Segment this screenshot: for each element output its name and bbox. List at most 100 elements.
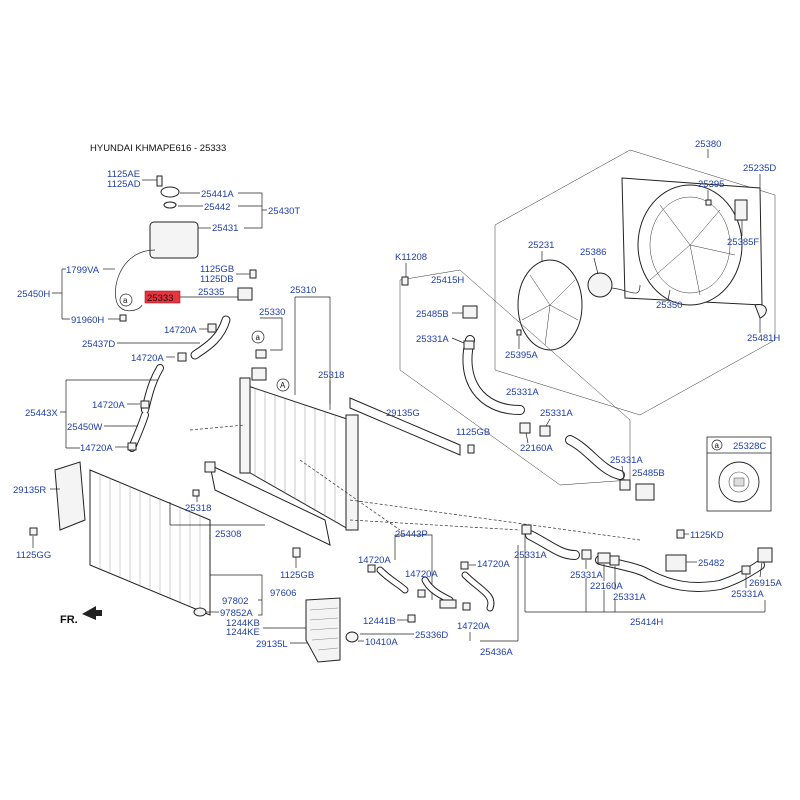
- part-label-97852A[interactable]: 97852A: [220, 608, 253, 619]
- part-label-K11208[interactable]: K11208: [395, 252, 427, 263]
- part-label-25395[interactable]: 25395: [698, 179, 724, 190]
- part-label-1244KB[interactable]: 1244KB: [226, 618, 260, 629]
- part-label-25437D[interactable]: 25437D: [82, 339, 115, 350]
- fan-assembly-box: [494, 149, 776, 416]
- part-label-12441B[interactable]: 12441B: [363, 616, 396, 627]
- part-label-1125AD[interactable]: 1125AD: [107, 179, 141, 190]
- fan-shroud-group: [494, 149, 776, 416]
- part-label-25436A[interactable]: 25436A: [480, 647, 513, 658]
- part-label-29135L[interactable]: 29135L: [256, 639, 288, 650]
- part-label-25331A-8[interactable]: 25331A: [731, 589, 764, 600]
- part-label-14720A-2[interactable]: 14720A: [131, 353, 164, 364]
- legend-key: a: [715, 441, 720, 450]
- front-arrow-icon: [82, 606, 102, 620]
- part-label-1125GB-1[interactable]: 1125GB: [200, 264, 234, 275]
- bracket: [665, 554, 687, 572]
- part-label-14720A-1[interactable]: 14720A: [164, 325, 197, 336]
- part-label-25441A[interactable]: 25441A: [201, 189, 234, 200]
- part-label-25231[interactable]: 25231: [528, 240, 554, 251]
- filler-neck: [237, 287, 253, 301]
- part-label-1125GG[interactable]: 1125GG: [16, 550, 51, 561]
- part-label-25482[interactable]: 25482: [698, 558, 724, 569]
- part-label-25450W[interactable]: 25450W: [67, 422, 102, 433]
- lower-hose-right: [521, 524, 773, 592]
- condenser: [29, 461, 211, 617]
- part-label-25415H[interactable]: 25415H: [431, 275, 464, 286]
- part-label-25331A-1[interactable]: 25331A: [416, 334, 449, 345]
- legend-code[interactable]: 25328C: [733, 441, 766, 452]
- part-label-1244KE[interactable]: 1244KE: [226, 627, 260, 638]
- thermo-housing-2: [635, 483, 655, 501]
- part-label-25333-highlight[interactable]: 25333: [147, 293, 173, 304]
- part-label-25308[interactable]: 25308: [215, 529, 241, 540]
- part-label-25235D[interactable]: 25235D: [743, 163, 776, 174]
- part-label-25481H[interactable]: 25481H: [747, 333, 780, 344]
- part-label-1125DB[interactable]: 1125DB: [200, 274, 234, 285]
- part-label-25395A[interactable]: 25395A: [505, 350, 538, 361]
- part-label-25331A-2[interactable]: 25331A: [506, 387, 539, 398]
- part-label-25414H[interactable]: 25414H: [630, 617, 663, 628]
- part-label-25485B-2[interactable]: 25485B: [632, 468, 665, 479]
- part-label-25443X[interactable]: 25443X: [25, 408, 58, 419]
- part-label-25431[interactable]: 25431: [212, 223, 238, 234]
- clip: [754, 304, 767, 319]
- part-label-14720A-5[interactable]: 14720A: [358, 555, 391, 566]
- air-guard-bar: [349, 397, 461, 456]
- callout-a: A: [280, 381, 286, 390]
- diagram-title: HYUNDAI KHMAPE616 - 25333: [90, 143, 226, 154]
- part-label-25331A-5[interactable]: 25331A: [514, 550, 547, 561]
- reservoir-cap: [160, 186, 180, 198]
- part-label-97802[interactable]: 97802: [222, 596, 248, 607]
- reservoir-group: a: [115, 175, 257, 322]
- part-label-25318-2[interactable]: 25318: [185, 503, 211, 514]
- part-label-97606[interactable]: 97606: [270, 588, 296, 599]
- part-label-14720A-8[interactable]: 14720A: [457, 621, 490, 632]
- part-label-1125GB-3[interactable]: 1125GB: [280, 570, 314, 581]
- part-label-25331A-3[interactable]: 25331A: [540, 408, 573, 419]
- part-label-25318-1[interactable]: 25318: [318, 370, 344, 381]
- part-label-14720A-3[interactable]: 14720A: [92, 400, 125, 411]
- part-label-25331A-6[interactable]: 25331A: [570, 570, 603, 581]
- cap-seal: [163, 201, 177, 209]
- part-label-22160A-2[interactable]: 22160A: [590, 581, 623, 592]
- front-direction-label: FR.: [60, 614, 78, 626]
- thermo-housing: [462, 305, 478, 319]
- upper-hose-box: [399, 269, 631, 486]
- part-label-25310[interactable]: 25310: [290, 285, 316, 296]
- part-label-25385F[interactable]: 25385F: [727, 237, 759, 248]
- fan-motor: [587, 272, 613, 298]
- part-label-25450H[interactable]: 25450H: [17, 289, 50, 300]
- part-label-25335[interactable]: 25335: [198, 287, 224, 298]
- part-label-14720A-7[interactable]: 14720A: [477, 559, 510, 570]
- upper-hose-group: [399, 269, 655, 501]
- part-label-91960H[interactable]: 91960H: [71, 315, 104, 326]
- part-label-25331A-7[interactable]: 25331A: [613, 592, 646, 603]
- part-label-1125AE[interactable]: 1125AE: [107, 169, 140, 180]
- part-label-1125KD[interactable]: 1125KD: [690, 530, 724, 541]
- part-label-26915A[interactable]: 26915A: [749, 578, 782, 589]
- part-label-25485B-1[interactable]: 25485B: [416, 309, 449, 320]
- part-label-14720A-6[interactable]: 14720A: [405, 569, 438, 580]
- part-label-25336D[interactable]: 25336D: [415, 630, 448, 641]
- part-label-29135R[interactable]: 29135R: [13, 485, 46, 496]
- part-label-1125GB-2[interactable]: 1125GB: [456, 427, 490, 438]
- svg-text:a: a: [123, 296, 128, 305]
- svg-text:a: a: [256, 333, 261, 342]
- part-label-25430T[interactable]: 25430T: [268, 206, 300, 217]
- part-label-25331A-4[interactable]: 25331A: [610, 455, 643, 466]
- part-label-25350[interactable]: 25350: [656, 300, 682, 311]
- part-label-14720A-4[interactable]: 14720A: [80, 443, 113, 454]
- part-label-22160A-1[interactable]: 22160A: [520, 443, 553, 454]
- part-label-25442[interactable]: 25442: [204, 202, 230, 213]
- part-label-25443P[interactable]: 25443P: [395, 529, 428, 540]
- part-label-25386[interactable]: 25386: [580, 247, 606, 258]
- part-label-1799VA[interactable]: 1799VA: [66, 265, 100, 276]
- part-label-25330[interactable]: 25330: [259, 307, 285, 318]
- part-label-29135G[interactable]: 29135G: [386, 408, 420, 419]
- radiator: [239, 367, 359, 531]
- side-air-guard-right: [54, 461, 86, 531]
- oil-cooler: [209, 464, 331, 546]
- part-label-10410A[interactable]: 10410A: [365, 637, 398, 648]
- part-label-25380[interactable]: 25380: [695, 139, 721, 150]
